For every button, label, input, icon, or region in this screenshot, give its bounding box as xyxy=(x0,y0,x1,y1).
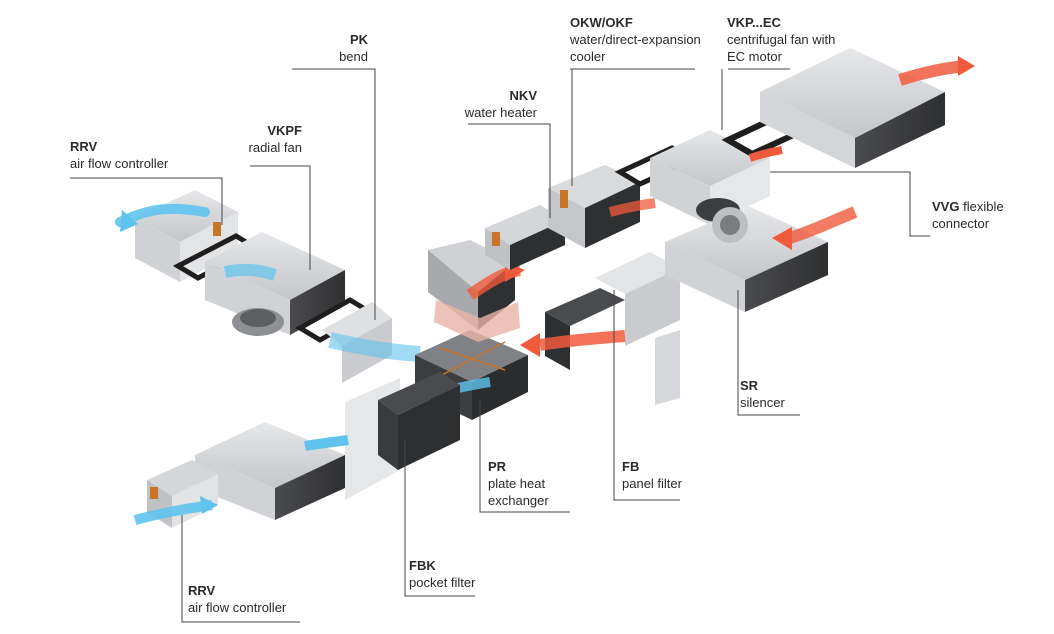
label-code: FB xyxy=(622,459,640,474)
bottom-silencer-unit xyxy=(195,422,345,520)
label-desc-1: water/direct-expansion xyxy=(570,32,701,47)
label-desc-1: plate heat xyxy=(488,476,546,491)
label-desc: air flow controller xyxy=(188,600,287,615)
label-code: FBK xyxy=(409,558,436,573)
label-code: RRV xyxy=(70,139,98,154)
label-desc-2: connector xyxy=(932,216,990,231)
label-code: VVG xyxy=(932,199,960,214)
label-fbk: FBK pocket filter xyxy=(409,557,475,591)
label-code: PK xyxy=(349,32,368,47)
label-desc: silencer xyxy=(740,395,785,410)
label-code: OKW/OKF xyxy=(570,15,633,30)
label-desc: bend xyxy=(339,49,368,64)
label-desc-1: centrifugal fan with xyxy=(727,32,836,47)
vkpf-unit xyxy=(205,232,345,336)
label-code: SR xyxy=(740,378,759,393)
label-rrv-bottom: RRV air flow controller xyxy=(188,582,286,616)
fb-unit xyxy=(545,252,680,405)
label-code: PR xyxy=(488,459,507,474)
damper-actuator-icon xyxy=(213,222,221,236)
pr-unit xyxy=(415,240,528,420)
label-pr: PR plate heat exchanger xyxy=(488,458,549,509)
label-code: NKV xyxy=(509,88,537,103)
arrow-head-icon xyxy=(120,210,138,232)
label-desc-2: cooler xyxy=(570,49,606,64)
label-line-1: VVG flexible xyxy=(932,199,1004,214)
label-desc-2: exchanger xyxy=(488,493,549,508)
leader-lines xyxy=(70,68,930,623)
label-code: RRV xyxy=(188,583,216,598)
label-vkpf: VKPF radial fan xyxy=(210,122,302,156)
label-desc: air flow controller xyxy=(70,156,169,171)
nkv-unit xyxy=(485,205,565,270)
label-desc: radial fan xyxy=(248,140,302,155)
label-rrv-top: RRV air flow controller xyxy=(70,138,168,172)
label-desc: pocket filter xyxy=(409,575,476,590)
label-vkp-ec: VKP...EC centrifugal fan with EC motor xyxy=(727,14,835,65)
label-fb: FB panel filter xyxy=(622,458,682,492)
label-pk: PK bend xyxy=(300,31,368,65)
label-desc-2: EC motor xyxy=(727,49,782,64)
label-code: VKPF xyxy=(267,123,302,138)
label-desc: water heater xyxy=(464,105,537,120)
rrv-top-unit xyxy=(135,190,238,282)
label-code: VKP...EC xyxy=(727,15,781,30)
label-desc: panel filter xyxy=(622,476,682,491)
label-vvg: VVG flexible connector xyxy=(932,198,1004,232)
label-nkv: NKV water heater xyxy=(440,87,537,121)
sr-unit xyxy=(665,206,828,312)
label-okw-okf: OKW/OKF water/direct-expansion cooler xyxy=(570,14,701,65)
label-sr: SR silencer xyxy=(740,377,785,411)
top-right-duct xyxy=(760,48,945,168)
fbk-unit xyxy=(345,372,460,500)
label-desc-1: flexible xyxy=(963,199,1004,214)
